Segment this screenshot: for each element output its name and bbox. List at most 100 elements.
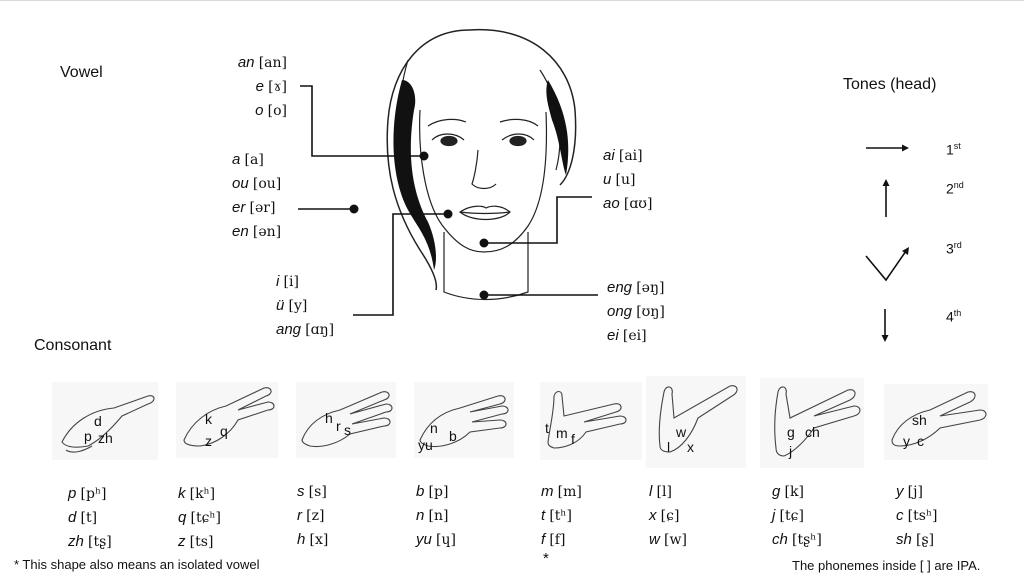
ipa-symbol: [ər] <box>249 200 276 216</box>
hand-shape-8 <box>884 384 988 460</box>
consonant-entry: c [tsʰ] <box>896 504 937 528</box>
vowel-group-1: an [an]e [ɤ]o [o] <box>233 51 287 123</box>
hand-letter-tag: y <box>903 433 910 449</box>
latin-spelling: eng <box>607 279 633 296</box>
latin-spelling: b <box>416 483 425 500</box>
connector-dots <box>349 151 489 300</box>
vowel-group-4: ai [ai]u [u]ao [ɑʊ] <box>603 144 652 216</box>
hand-letter-tag: zh <box>98 430 113 446</box>
hand-letter-tag: t <box>545 420 549 436</box>
tones-title: Tones (head) <box>843 76 937 93</box>
hand-letter-tag: m <box>556 425 568 441</box>
consonant-entry: t [tʰ] <box>541 504 582 528</box>
hand-shape-4 <box>414 382 514 458</box>
latin-spelling: ei <box>607 327 619 344</box>
hand-shape-6 <box>646 376 746 468</box>
ipa-symbol: [pʰ] <box>80 486 107 502</box>
consonant-entry: p [pʰ] <box>68 482 112 506</box>
tone-label-2: 2nd <box>946 180 964 197</box>
hand-letter-tag: r <box>336 418 341 434</box>
latin-spelling: ou <box>232 175 249 192</box>
check-arrow-head <box>902 247 909 255</box>
hand-shape-2 <box>176 382 278 458</box>
consonant-entry: q [tɕʰ] <box>178 506 221 530</box>
ipa-symbol: [s] <box>308 484 327 500</box>
hand-letter-tag: ch <box>805 424 820 440</box>
latin-spelling: i <box>276 273 280 290</box>
consonant-entry: y [j] <box>896 480 937 504</box>
latin-spelling: f <box>541 531 546 548</box>
consonant-group-2: k [kʰ]q [tɕʰ]z [ts] <box>178 482 221 554</box>
latin-spelling: sh <box>896 531 912 548</box>
consonant-entry: n [n] <box>416 504 456 528</box>
latin-spelling: k <box>178 485 186 502</box>
ipa-symbol: [z] <box>306 508 325 524</box>
hand-letter-tag: q <box>220 423 228 439</box>
hand-letter-tag: n <box>430 420 438 436</box>
vowel-entry: a [a] <box>232 148 281 172</box>
hand-letter-tag: g <box>787 424 795 440</box>
hand-letter-tag: yu <box>418 437 433 453</box>
hand-shape-1 <box>52 382 158 460</box>
ipa-symbol: [tɕʰ] <box>190 510 221 526</box>
vowel-entry: o [o] <box>233 99 287 123</box>
consonant-entry: k [kʰ] <box>178 482 221 506</box>
consonant-entry: l [l] <box>649 480 687 504</box>
consonant-group-8: y [j]c [tsʰ]sh [ʂ] <box>896 480 937 552</box>
vowel-entry: ang [ɑŋ] <box>276 318 334 342</box>
latin-spelling: ang <box>276 321 302 338</box>
hand-shape-3 <box>296 382 396 458</box>
consonant-entry: b [p] <box>416 480 456 504</box>
vowel-group-3: i [i]ü [y]ang [ɑŋ] <box>276 270 334 342</box>
consonant-entry: s [s] <box>297 480 328 504</box>
footnote-left: * This shape also means an isolated vowe… <box>14 557 260 572</box>
top-border <box>0 0 1024 1</box>
ipa-symbol: [tʰ] <box>549 508 572 524</box>
hair-strand <box>546 80 569 175</box>
latin-spelling: d <box>68 509 77 526</box>
consonant-title: Consonant <box>34 337 112 354</box>
vowel-entry: en [ən] <box>232 220 281 244</box>
hand-letter-tag: c <box>917 433 924 449</box>
vowel-entry: er [ər] <box>232 196 281 220</box>
ipa-symbol: [n] <box>428 508 449 524</box>
vowel-entry: u [u] <box>603 168 652 192</box>
hand-letter-tag: h <box>325 410 333 426</box>
hair-strand <box>393 80 436 270</box>
latin-spelling: ao <box>603 195 620 212</box>
latin-spelling: n <box>416 507 425 524</box>
hand-letter-tag: d <box>94 413 102 429</box>
latin-spelling: o <box>255 102 264 119</box>
latin-spelling: g <box>772 483 781 500</box>
latin-spelling: c <box>896 507 904 524</box>
hand-letter-tag: x <box>687 439 694 455</box>
consonant-entry: z [ts] <box>178 530 221 554</box>
vowel-entry: an [an] <box>233 51 287 75</box>
ipa-symbol: [l] <box>656 484 672 500</box>
vowel-entry: i [i] <box>276 270 334 294</box>
consonant-group-4: b [p]n [n]yu [ɥ] <box>416 480 456 552</box>
latin-spelling: er <box>232 199 246 216</box>
ipa-symbol: [ɑŋ] <box>305 322 335 338</box>
latin-spelling: yu <box>416 531 432 548</box>
ipa-symbol: [ɤ] <box>268 79 287 95</box>
latin-spelling: w <box>649 531 660 548</box>
consonant-entry: h [x] <box>297 528 328 552</box>
ipa-symbol: [j] <box>907 484 923 500</box>
latin-spelling: j <box>772 507 776 524</box>
ipa-symbol: [t] <box>80 510 98 526</box>
hand-letter-tag: l <box>667 439 671 455</box>
ipa-symbol: [ts] <box>189 534 214 550</box>
hand-letter-tag: z <box>205 433 212 449</box>
ipa-symbol: [ai] <box>618 148 643 164</box>
ipa-symbol: [tɕ] <box>779 508 804 524</box>
consonant-entry: x [ɕ] <box>649 504 687 528</box>
vowel-entry: ei [ei] <box>607 324 665 348</box>
hand-letter-tag: sh <box>912 412 927 428</box>
latin-spelling: an <box>237 54 255 71</box>
consonant-entry: j [tɕ] <box>772 504 822 528</box>
latin-spelling: s <box>297 483 305 500</box>
arrow-right-icon <box>866 144 909 152</box>
ipa-symbol: [ən] <box>252 224 282 240</box>
